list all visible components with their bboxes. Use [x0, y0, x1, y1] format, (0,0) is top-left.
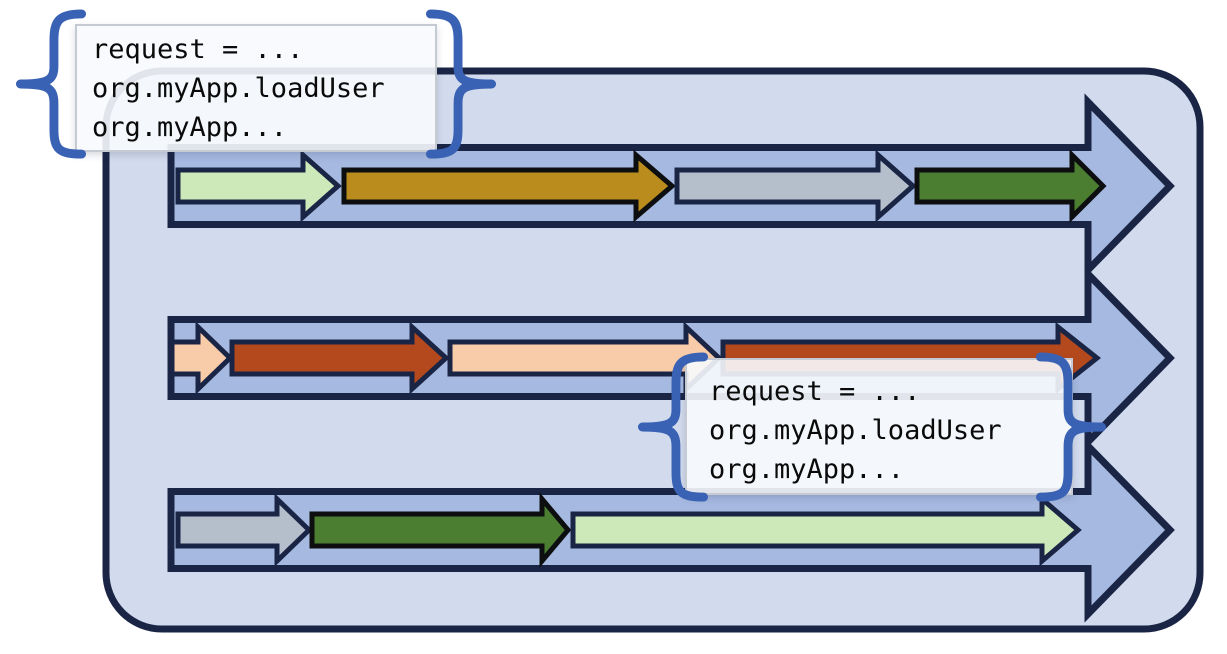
span-arrow-light-green-2: [570, 493, 1082, 567]
span-arrow-goldenrod: [341, 149, 676, 223]
span-arrow-dark-green-1: [914, 148, 1107, 224]
span-arrow-light-green-1: [175, 149, 342, 223]
span-arrow-rust-1: [229, 321, 450, 395]
right-curly-brace-icon: [426, 9, 497, 159]
right-curly-brace-icon: [1036, 352, 1107, 502]
span-arrow-peach-1: [169, 321, 234, 395]
code-line: request = ...: [709, 376, 921, 407]
span-arrow-dark-green-2: [309, 492, 572, 568]
code-line: org.myApp...: [709, 454, 905, 485]
code-line: org.myApp...: [92, 112, 288, 143]
code-callout-2: request = ... org.myApp.loadUser org.myA…: [685, 358, 1073, 495]
span-arrow-gray-1: [674, 149, 917, 223]
code-line: org.myApp.loadUser: [92, 73, 385, 104]
left-curly-brace-icon: [637, 352, 708, 502]
code-line: request = ...: [92, 34, 304, 65]
left-curly-brace-icon: [15, 9, 86, 159]
span-arrow-gray-2: [175, 493, 313, 567]
code-callout-1: request = ... org.myApp.loadUser org.myA…: [75, 24, 437, 152]
code-line: org.myApp.loadUser: [709, 415, 1002, 446]
